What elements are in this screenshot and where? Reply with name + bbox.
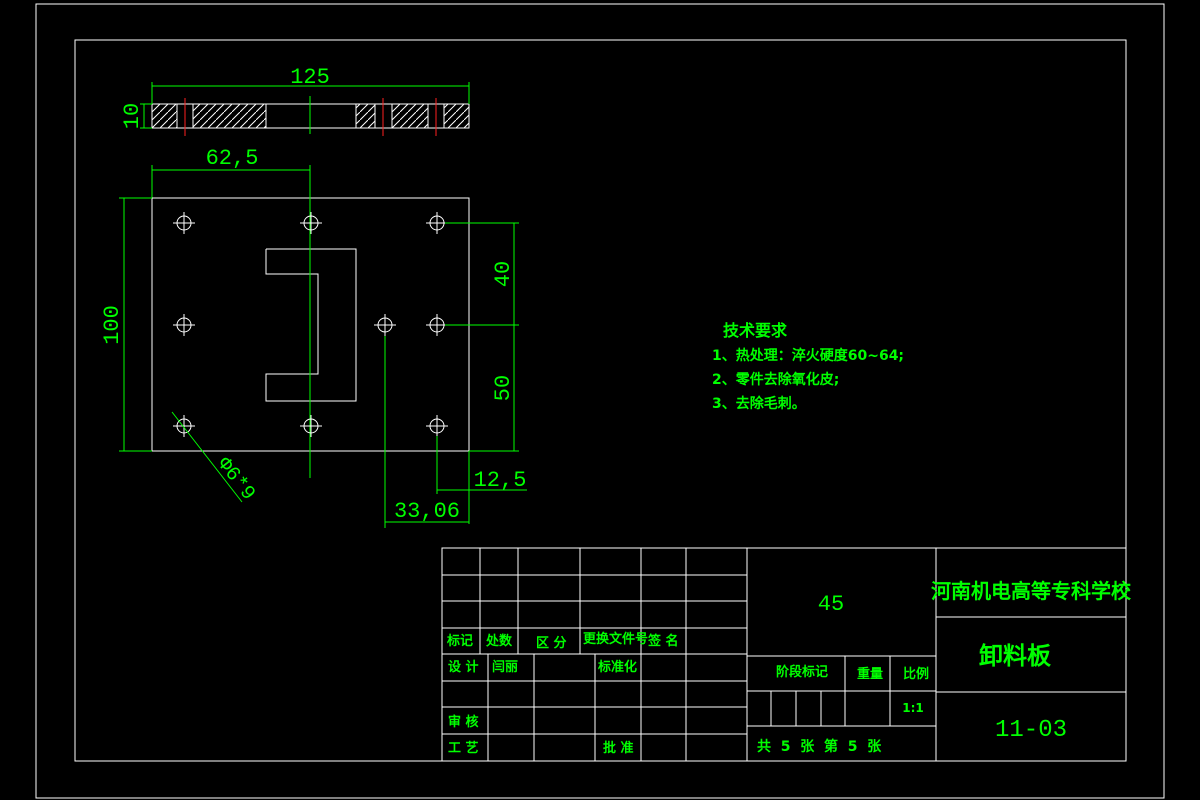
- tech-item: 3、去除毛刺。: [712, 395, 806, 412]
- tb-label-mark: 标记: [446, 633, 473, 649]
- mounting-hole: [426, 415, 448, 437]
- tb-label-change-doc: 更换文件号: [583, 631, 648, 647]
- dim-right-offset-label: 12,5: [474, 468, 527, 493]
- hatch-region: [152, 104, 177, 128]
- dim-center-offset: 62,5: [151, 146, 311, 198]
- tb-label-weight: 重量: [857, 666, 883, 682]
- tb-designer: 闫丽: [492, 659, 518, 675]
- dim-lower-span-label: 50: [491, 375, 516, 401]
- tech-item: 2、零件去除氧化皮;: [712, 371, 839, 388]
- tb-label-stage-mark: 阶段标记: [776, 664, 828, 680]
- tb-part-name: 卸料板: [979, 642, 1052, 670]
- dim-thickness-label: 10: [120, 103, 145, 129]
- section-view: [151, 98, 470, 136]
- dim-upper-span-label: 40: [491, 261, 516, 287]
- slot-cutout: [265, 248, 357, 402]
- dim-right-offset: 12,5: [436, 436, 527, 524]
- dim-width-label: 125: [290, 65, 330, 90]
- mounting-hole: [173, 415, 195, 437]
- tb-material: 45: [818, 592, 844, 617]
- dim-hole-spec-label: Φ6*9: [212, 453, 260, 505]
- tb-label-scale: 比例: [903, 666, 929, 682]
- dim-height-label: 100: [100, 305, 125, 345]
- tb-label-count: 处数: [485, 633, 513, 649]
- dim-thickness: 10: [120, 103, 152, 129]
- tech-requirements: 技术要求 1、热处理：淬火硬度60~64; 2、零件去除氧化皮; 3、去除毛刺。: [712, 321, 904, 412]
- tb-label-process: 工 艺: [448, 740, 479, 756]
- tb-sheets: 共 5 张 第 5 张: [757, 738, 882, 755]
- tb-label-review: 审 核: [448, 714, 479, 730]
- mounting-hole: [300, 212, 322, 234]
- tb-school: 河南机电高等专科学校: [931, 579, 1132, 603]
- tb-label-approve: 批 准: [603, 740, 634, 756]
- mounting-hole: [374, 314, 396, 336]
- tech-title: 技术要求: [723, 321, 788, 340]
- outer-frame: [35, 3, 1165, 799]
- title-block: 标记 处数 区 分 更换文件号 签 名 设 计 闫丽 标准化 审 核 工 艺 批…: [441, 547, 1132, 762]
- mounting-hole: [300, 415, 322, 437]
- mounting-hole: [173, 314, 195, 336]
- dim-hole-offset: 33,06: [384, 336, 469, 528]
- tech-item: 1、热处理：淬火硬度60~64;: [712, 347, 904, 364]
- mounting-hole: [173, 212, 195, 234]
- mounting-hole: [426, 314, 448, 336]
- dim-right-spans: 40 50: [445, 222, 519, 452]
- tb-label-design: 设 计: [448, 659, 479, 675]
- tb-label-standardize: 标准化: [597, 659, 637, 675]
- dim-hole-offset-label: 33,06: [394, 499, 460, 524]
- dim-width: 125: [151, 65, 470, 134]
- dim-height: 100: [100, 197, 152, 452]
- hatch-region: [392, 104, 428, 128]
- tb-drawing-no: 11-03: [995, 717, 1067, 744]
- tb-scale-value: 1:1: [902, 701, 924, 715]
- hatch-region: [356, 104, 375, 128]
- mounting-hole: [426, 212, 448, 234]
- plan-view: [151, 190, 470, 478]
- hatch-region: [193, 104, 266, 128]
- dim-center-offset-label: 62,5: [206, 146, 259, 171]
- hatch-region: [444, 104, 469, 128]
- tb-label-zone: 区 分: [536, 635, 567, 651]
- tb-label-signature: 签 名: [647, 633, 679, 649]
